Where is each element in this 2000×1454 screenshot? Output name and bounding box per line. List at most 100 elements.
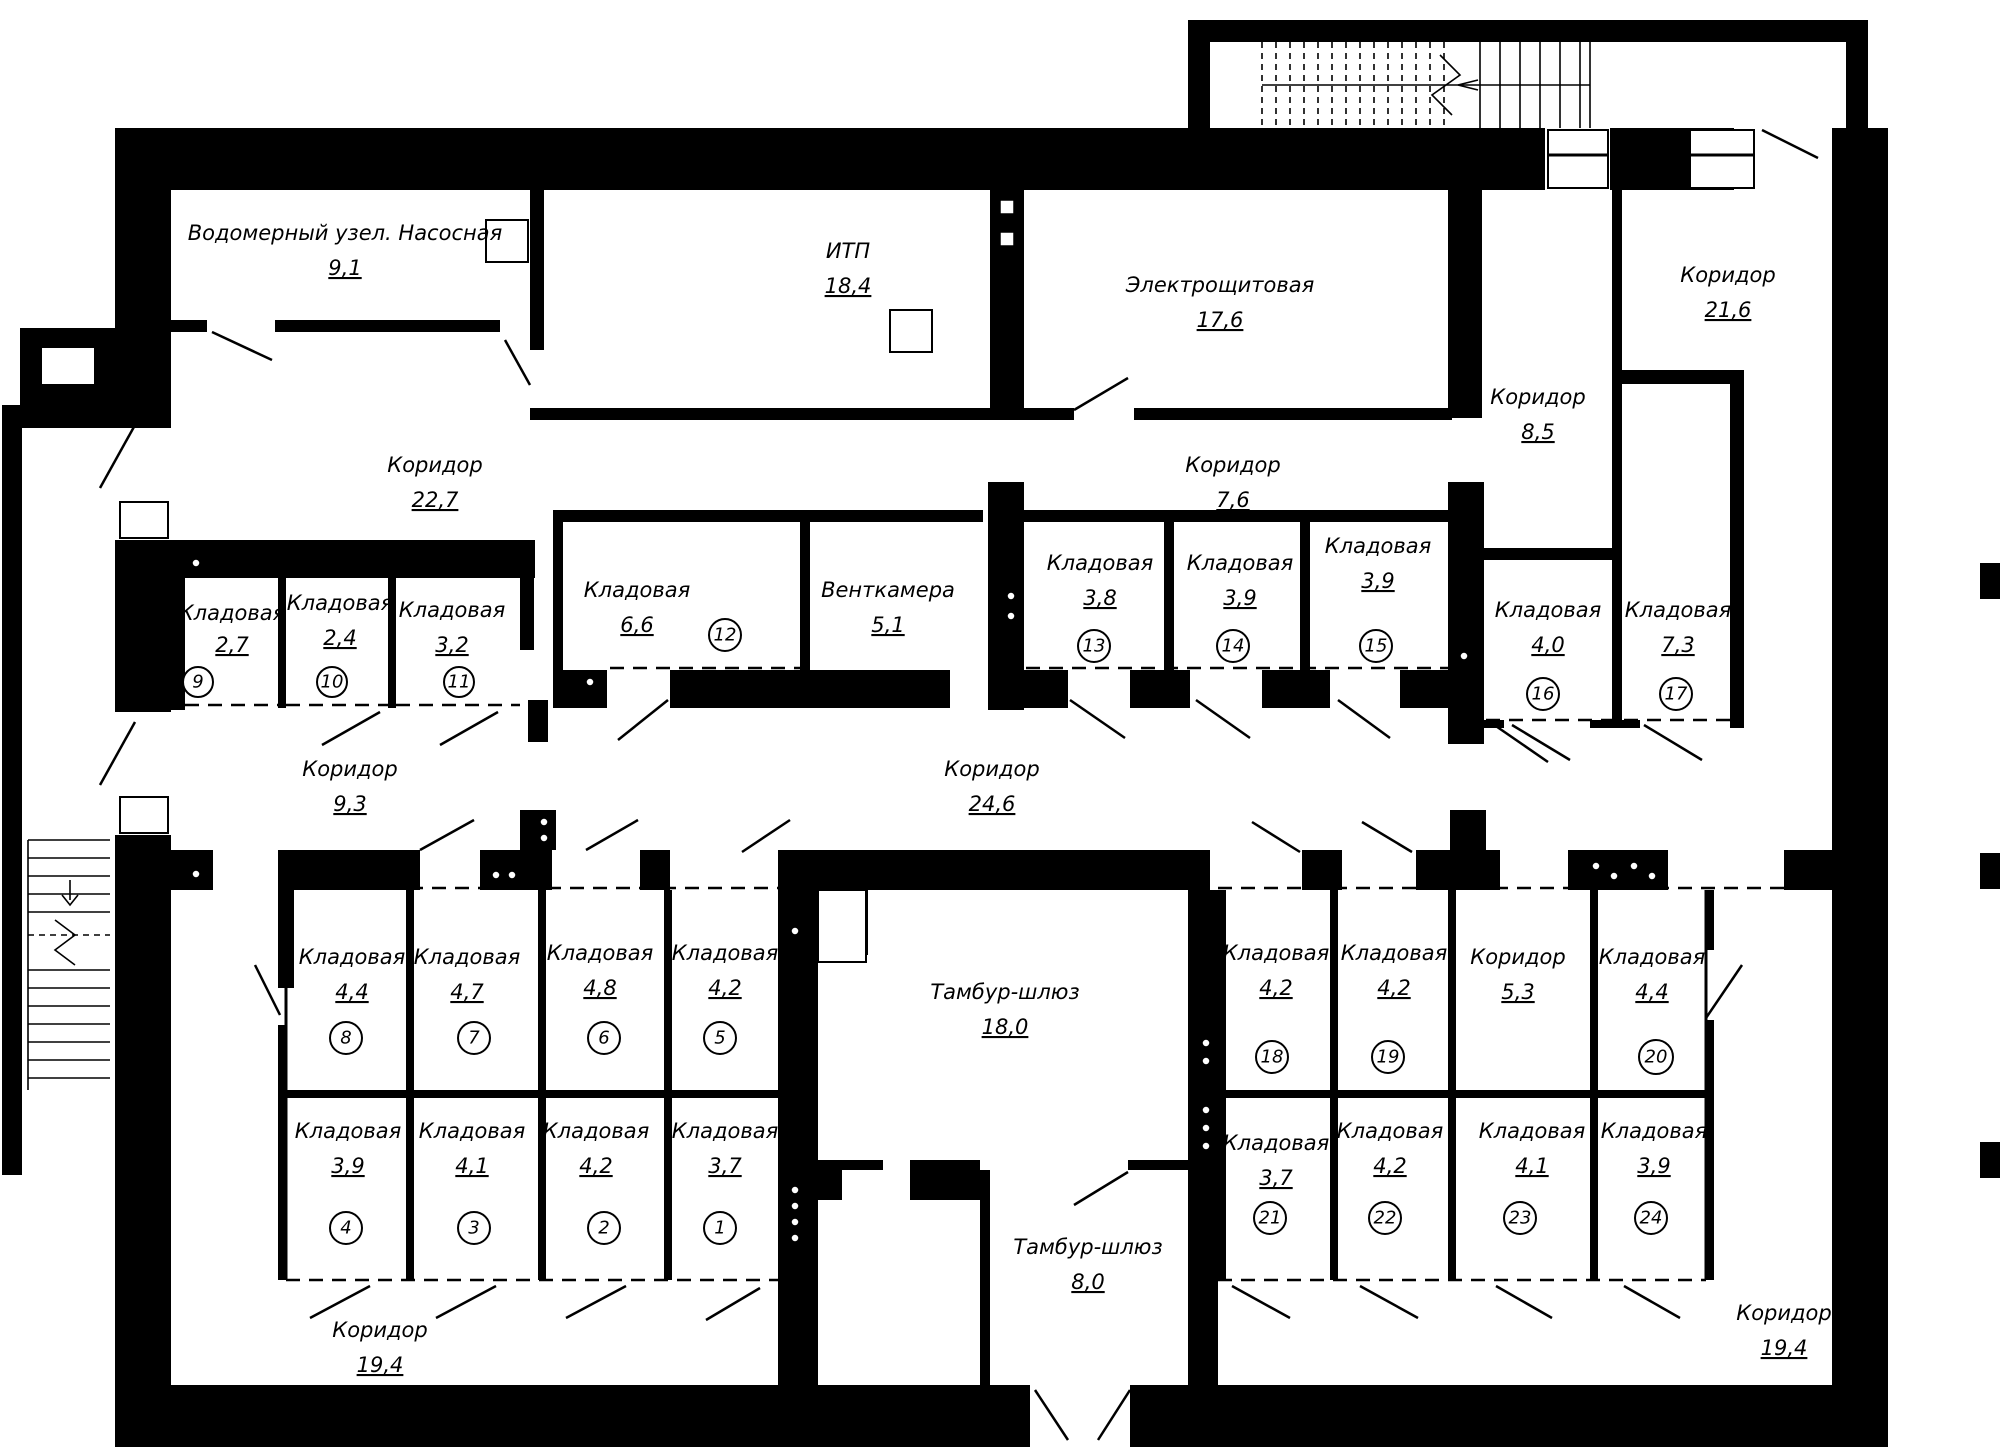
room-name: Кладовая [672,941,778,965]
room-storage-21: Кладовая 3,7 21 [1223,1131,1329,1235]
interior-walls [115,190,1832,1385]
room-storage-13: Кладовая 3,8 13 [1047,551,1153,663]
room-area: 6,6 [620,613,653,637]
room-area: 8,0 [1071,1270,1104,1294]
room-number: 19 [1377,1047,1400,1068]
room-name: ИТП [826,239,871,263]
room-storage-2: Кладовая 4,2 2 [543,1119,649,1245]
room-storage-3: Кладовая 4,1 3 [419,1119,525,1245]
room-name: Кладовая [419,1119,525,1143]
room-area: 9,3 [333,792,366,816]
room-name: Коридор [1680,263,1775,287]
room-itp: ИТП 18,4 [825,239,872,298]
room-area: 3,9 [1223,586,1256,610]
left-stairs [27,839,110,1090]
room-number: 16 [1532,684,1555,705]
outer-walls [2,20,2000,1447]
room-area: 8,5 [1521,420,1554,444]
room-area: 18,0 [982,1015,1029,1039]
room-name: Кладовая [1223,941,1329,965]
room-corridor-22-7: Коридор 22,7 [387,453,482,512]
room-corridor-19-4-left: Коридор 19,4 [332,1318,427,1377]
room-area: 4,2 [1377,976,1410,1000]
room-number: 14 [1222,636,1245,657]
room-name: Электрощитовая [1125,273,1315,297]
room-area: 4,0 [1531,633,1564,657]
room-area: 18,4 [825,274,872,298]
room-number: 2 [598,1218,609,1239]
room-name: Кладовая [1479,1119,1585,1143]
room-corridor-5-3: Коридор 5,3 [1470,945,1565,1004]
room-storage-7: Кладовая 4,7 7 [414,945,520,1055]
room-corridor-24-6: Коридор 24,6 [944,757,1039,816]
room-number: 4 [340,1218,351,1239]
door-swings [98,128,1819,1441]
room-name: Тамбур-шлюз [930,980,1079,1004]
room-storage-6: Кладовая 4,8 6 [547,941,653,1055]
room-number: 1 [714,1218,725,1239]
room-area: 4,2 [1259,976,1292,1000]
room-name: Кладовая [1337,1119,1443,1143]
room-storage-15: Кладовая 3,9 15 [1325,534,1431,663]
room-name: Кладовая [1495,598,1601,622]
room-tambur-18-0: Тамбур-шлюз 18,0 [930,980,1079,1039]
room-area: 9,1 [328,256,361,280]
room-number: 21 [1259,1208,1282,1229]
room-area: 3,9 [1361,569,1394,593]
room-area: 3,8 [1083,586,1116,610]
room-name: Кладовая [1047,551,1153,575]
room-name: Кладовая [287,591,393,615]
room-corridor-9-3: Коридор 9,3 [302,757,397,816]
room-storage-10: Кладовая 2,4 10 [287,591,393,698]
top-windows [1547,129,1755,189]
room-ventkamera: Венткамера 5,1 [821,578,955,637]
room-storage-18: Кладовая 4,2 18 [1223,941,1329,1074]
room-storage-5: Кладовая 4,2 5 [672,941,778,1055]
room-area: 4,4 [335,980,368,1004]
room-area: 3,2 [435,633,468,657]
room-number: 9 [192,672,203,693]
room-name: Коридор [332,1318,427,1342]
room-name: Водомерный узел. Насосная [188,221,502,245]
room-labels: Водомерный узел. Насосная 9,1 ИТП 18,4 Э… [179,221,1832,1377]
room-number: 22 [1374,1208,1397,1229]
room-vodomer: Водомерный узел. Насосная 9,1 [188,221,502,280]
room-storage-12: Кладовая 6,6 12 [584,578,742,652]
room-area: 21,6 [1705,298,1752,322]
room-area: 2,7 [215,633,249,657]
room-area: 4,2 [579,1154,612,1178]
room-corridor-8-5: Коридор 8,5 [1490,385,1585,444]
room-name: Кладовая [1341,941,1447,965]
room-area: 4,8 [583,976,616,1000]
room-area: 3,9 [331,1154,364,1178]
room-name: Кладовая [1187,551,1293,575]
room-name: Кладовая [299,945,405,969]
room-area: 7,6 [1216,488,1249,512]
room-name: Кладовая [295,1119,401,1143]
room-storage-19: Кладовая 4,2 19 [1341,941,1447,1074]
room-storage-23: Кладовая 4,1 23 [1479,1119,1585,1235]
room-number: 23 [1509,1208,1532,1229]
room-name: Кладовая [584,578,690,602]
room-area: 22,7 [412,488,459,512]
room-number: 7 [468,1028,480,1049]
room-area: 4,7 [450,980,484,1004]
room-name: Коридор [944,757,1039,781]
room-area: 4,4 [1635,980,1668,1004]
room-area: 3,7 [1259,1166,1293,1190]
room-number: 20 [1645,1047,1668,1068]
room-area: 2,4 [323,626,356,650]
room-name: Коридор [387,453,482,477]
room-number: 3 [468,1218,479,1239]
room-corridor-21-6: Коридор 21,6 [1680,263,1775,322]
room-area: 4,1 [1515,1154,1548,1178]
room-area: 5,1 [871,613,904,637]
room-number: 5 [714,1028,725,1049]
room-area: 17,6 [1197,308,1244,332]
room-number: 18 [1261,1047,1284,1068]
room-name: Кладовая [1601,1119,1707,1143]
room-name: Тамбур-шлюз [1013,1235,1162,1259]
room-storage-9: Кладовая 2,7 9 [179,601,285,698]
room-storage-4: Кладовая 3,9 4 [295,1119,401,1245]
room-area: 4,2 [1373,1154,1406,1178]
